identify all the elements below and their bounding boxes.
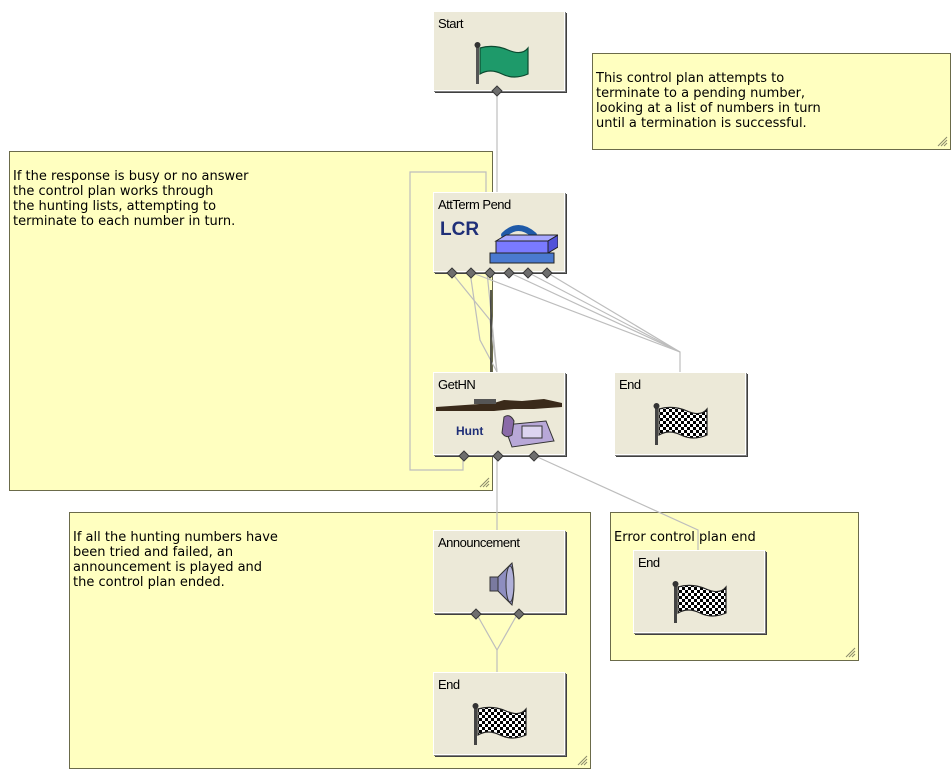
speaker-icon (489, 561, 515, 607)
note-plan-description[interactable]: This control plan attempts to terminate … (592, 53, 951, 150)
connector-attterm-gethn-c (486, 271, 498, 373)
node-end-error-title: End (638, 555, 660, 570)
node-attterm-title: AttTerm Pend (438, 197, 511, 212)
lcr-label: LCR (440, 219, 480, 240)
connector-attterm-gethn-b (469, 271, 498, 373)
phone-on-box-icon (489, 225, 558, 264)
node-end-right-title: End (619, 377, 641, 392)
node-end-right[interactable]: End (614, 372, 746, 455)
resize-grip-icon[interactable] (577, 755, 588, 766)
checkered-flag-icon (653, 403, 708, 445)
node-start-title: Start (438, 16, 463, 31)
rifle-telephone-icon (436, 399, 562, 448)
connector-announcement-end-b (496, 612, 519, 651)
checkered-flag-icon (472, 703, 527, 745)
connector-gethn-errorend (532, 454, 699, 550)
node-end-error[interactable]: End (633, 550, 765, 633)
note-busy-description-text: If the response is busy or no answer the… (13, 169, 249, 229)
node-end-bottom[interactable]: End (433, 672, 565, 755)
node-attterm-pend[interactable]: AttTerm Pend LCR (433, 192, 565, 279)
resize-grip-icon[interactable] (479, 477, 490, 488)
note-plan-description-text: This control plan attempts to terminate … (596, 71, 821, 131)
node-announcement[interactable]: Announcement (433, 530, 565, 620)
node-gethn[interactable]: GetHN Hunt (433, 372, 565, 462)
resize-grip-icon[interactable] (937, 136, 948, 147)
resize-grip-icon[interactable] (845, 647, 856, 658)
node-announcement-title: Announcement (438, 535, 520, 550)
note-error-end[interactable]: Error control plan end (610, 512, 859, 661)
connector-attterm-gethn-a (450, 271, 498, 373)
note-error-end-text: Error control plan end (614, 530, 756, 545)
node-end-bottom-title: End (438, 677, 460, 692)
green-flag-icon (474, 42, 529, 84)
connector-attterm-end-a (469, 271, 681, 372)
connector-attterm-end-b (507, 271, 681, 353)
hunt-label: Hunt (456, 424, 484, 438)
connector-attterm-end-d (545, 271, 681, 353)
note-hunting-failed-text: If all the hunting numbers have been tri… (73, 530, 278, 590)
note-busy-description[interactable]: If the response is busy or no answer the… (9, 151, 493, 491)
node-start[interactable]: Start (433, 11, 565, 97)
checkered-flag-icon (672, 581, 727, 623)
connector-attterm-end-c (526, 271, 681, 353)
connector-loop-back (409, 171, 487, 471)
node-gethn-title: GetHN (438, 377, 476, 392)
connector-announcement-end-a (475, 612, 498, 672)
